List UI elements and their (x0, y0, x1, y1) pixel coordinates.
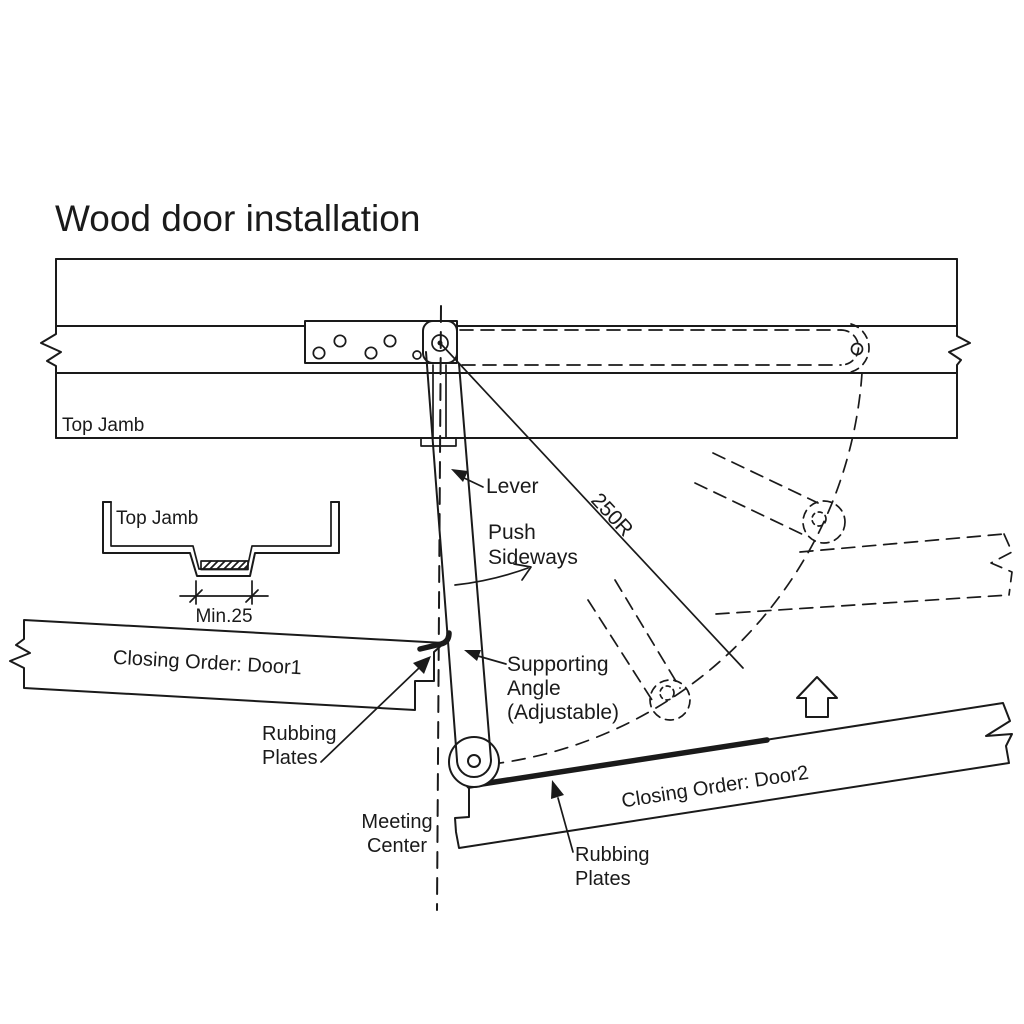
mounting-plate (304, 320, 458, 364)
meeting-center-label: Meeting (361, 811, 432, 833)
meeting-center-line (436, 305, 442, 911)
supporting-angle-callout: Supporting Angle (Adjustable) (464, 650, 619, 724)
open-arm-end-cap (840, 329, 860, 366)
rubbing-plates-arrowhead (551, 780, 564, 799)
rubbing-plates-door1-callout: Rubbing Plates (262, 656, 431, 769)
supporting-angle-label: (Adjustable) (507, 701, 619, 724)
push-sideways-label: Push (488, 521, 536, 544)
lever-assembly (425, 351, 500, 788)
bracket-foot (420, 437, 457, 447)
lever-ghost-2-edge (694, 482, 807, 537)
dim-tick (189, 589, 203, 603)
motion-path-dashed (499, 372, 1013, 764)
jamb-bracket (420, 364, 457, 447)
rubbing-plates-callout-line (320, 667, 420, 763)
radius-line (440, 343, 744, 669)
top-jamb-rail: Top Jamb (40, 258, 971, 439)
push-direction-curve (454, 567, 529, 586)
screw-hole (383, 334, 397, 348)
door2-panel (454, 702, 1013, 849)
lever-callout-line (461, 476, 484, 488)
hatch-lines (202, 560, 249, 570)
supporting-angle-arrowhead (464, 650, 481, 661)
rubbing-plates-callout-line (557, 797, 574, 853)
lever-ghost-1-edge (614, 579, 681, 689)
lever-callout: Lever (451, 469, 539, 498)
door1-panel (9, 619, 445, 711)
lever-callout-arrowhead (451, 469, 468, 482)
supporting-angle-label: Supporting (507, 653, 609, 676)
push-sideways-label: Sideways (488, 546, 578, 569)
radius-annotation: 250R (440, 343, 744, 669)
elbow-position-1 (649, 679, 691, 721)
jamb-left-break-edge (40, 258, 62, 439)
arm-open-position-dashed (459, 323, 870, 373)
rubbing-plates-door2-callout: Rubbing Plates (551, 780, 650, 890)
screw-hole (364, 346, 378, 360)
lever-right-edge (458, 363, 492, 761)
rubbing-plates-label: Rubbing (575, 844, 650, 866)
supporting-angle-label: Angle (507, 677, 561, 700)
rubbing-plates-label: Plates (575, 868, 631, 890)
top-jamb-label: Top Jamb (62, 415, 144, 436)
door2-rubbing-plate (466, 737, 770, 789)
elbow-position-1-pin (659, 685, 675, 701)
door1: Closing Order: Door1 (9, 619, 445, 711)
door2-ghost-top-edge (799, 533, 1005, 553)
dim-tick (245, 589, 259, 603)
push-sideways-callout: Push Sideways (454, 521, 578, 586)
page-title: Wood door installation (55, 198, 420, 239)
elbow-position-2-pin (811, 511, 827, 527)
open-arm-end-pivot (850, 342, 864, 356)
jamb-right-break-edge (948, 258, 971, 439)
lever-left-edge (425, 351, 458, 761)
rubbing-plates-arrowhead (413, 656, 431, 674)
min-clearance-label: Min.25 (195, 606, 252, 627)
screw-hole (333, 334, 347, 348)
door2-ghost-break-edge (990, 533, 1013, 596)
lever-ghost-2-edge (712, 452, 819, 504)
supporting-angle-callout-line (477, 655, 507, 665)
screw-hole-small (412, 350, 422, 360)
radius-label: 250R (586, 489, 637, 541)
elbow-position-2 (802, 500, 846, 544)
section-outer-profile (102, 501, 340, 577)
section-top-jamb-label: Top Jamb (116, 508, 198, 529)
bottom-pivot-pin (467, 754, 481, 768)
meeting-center: Meeting Center (361, 305, 442, 911)
push-direction-arrowhead (513, 563, 532, 581)
door2-ghost-bottom-edge (715, 594, 1010, 615)
lever-label: Lever (486, 475, 539, 498)
rubbing-plates-label: Plates (262, 747, 318, 769)
meeting-center-label: Center (367, 835, 427, 857)
jamb-cross-section: Top Jamb Min.25 (102, 501, 340, 627)
swing-arc (499, 372, 863, 764)
lever-end-cap (456, 759, 492, 778)
screw-hole (312, 346, 326, 360)
direction-up-arrow-icon (796, 676, 838, 718)
lever-ghost-1-edge (587, 599, 653, 701)
open-arm-outer-ring (850, 323, 870, 373)
rubbing-plates-label: Rubbing (262, 723, 337, 745)
section-hatching (202, 560, 249, 570)
door1-rubbing-plate (417, 630, 452, 652)
